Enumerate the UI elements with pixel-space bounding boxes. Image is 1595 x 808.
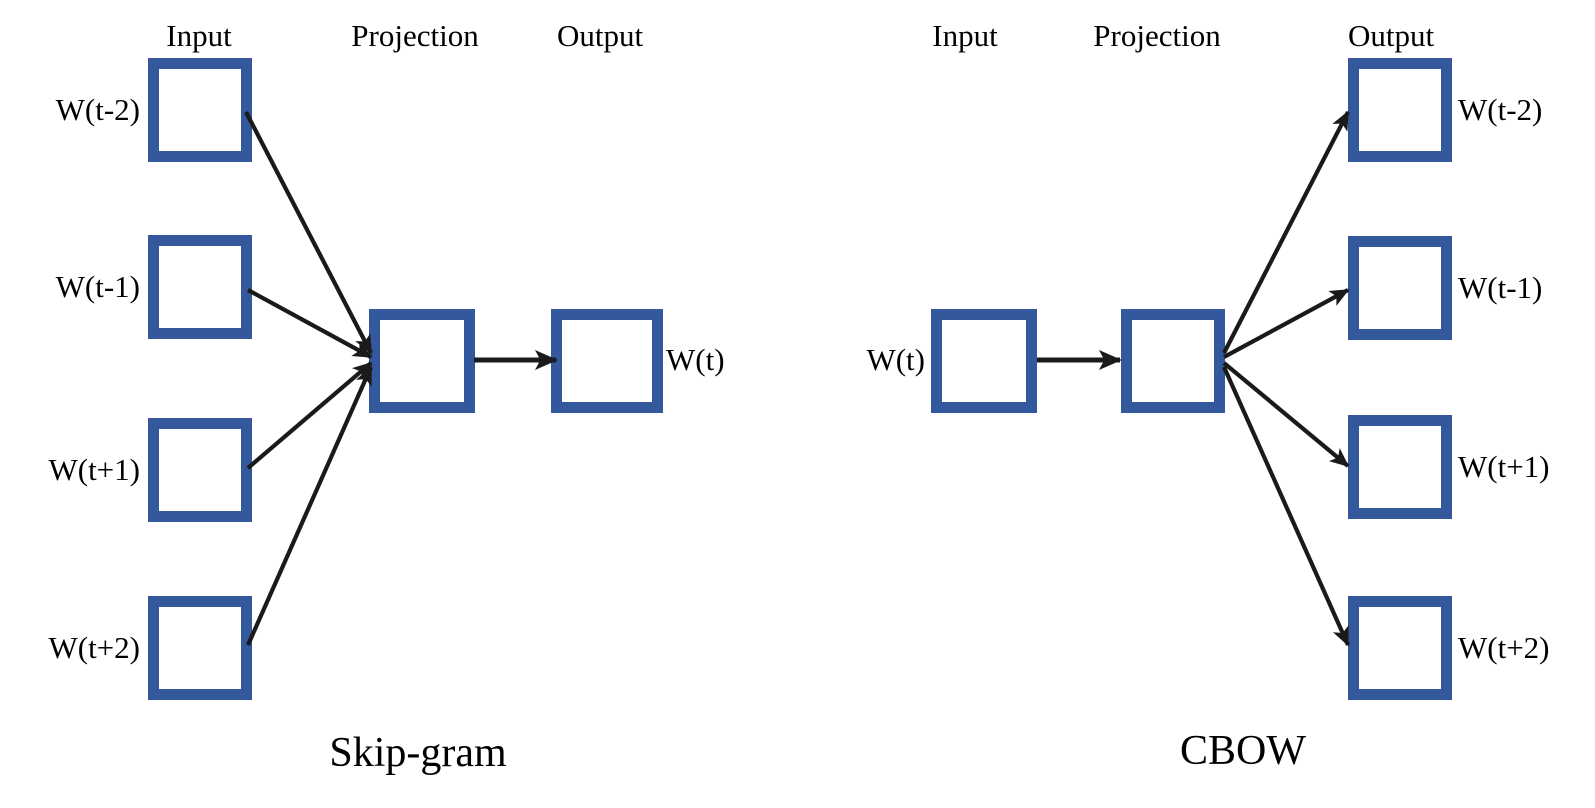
cbow-output-label-1: W(t-2) [1458,92,1542,127]
cbow-panel: Input Projection Output W(t) W(t-2) W(t-… [866,18,1549,774]
skipgram-header-input: Input [166,18,232,53]
cbow-input-box-1[interactable] [931,309,1037,413]
cbow-output-label-4: W(t+2) [1458,630,1550,665]
cbow-header-projection: Projection [1093,18,1221,53]
skipgram-output-box[interactable] [551,309,663,413]
cbow-edge-projection-to-output4 [1222,366,1350,647]
cbow-edge-projection-to-output2 [1223,288,1350,359]
cbow-edge-projection-to-output1 [1222,110,1350,354]
cbow-output-label-2: W(t-1) [1458,270,1542,305]
skipgram-input-label-2: W(t-1) [56,269,140,304]
cbow-output-box-4[interactable] [1348,596,1452,700]
cbow-output-box-2[interactable] [1348,236,1452,340]
skipgram-title: Skip-gram [329,730,507,776]
cbow-header-output: Output [1348,18,1435,53]
skipgram-edge-input2-to-projection [246,288,373,359]
cbow-output-label-3: W(t+1) [1458,449,1550,484]
skipgram-input-label-3: W(t+1) [48,452,140,487]
cbow-input-label-1: W(t) [866,342,925,377]
skipgram-projection-box[interactable] [369,309,475,413]
skipgram-output-label-1: W(t) [666,342,725,377]
skipgram-input-box-2[interactable] [148,235,252,339]
cbow-header-input: Input [932,18,998,53]
cbow-edge-projection-to-output3 [1222,361,1350,468]
skipgram-edge-input3-to-projection [246,361,373,470]
skipgram-header-projection: Projection [351,18,479,53]
skipgram-input-label-1: W(t-2) [56,92,140,127]
cbow-output-box-3[interactable] [1348,415,1452,519]
skipgram-header-output: Output [557,18,644,53]
cbow-title: CBOW [1180,728,1306,774]
skipgram-input-box-3[interactable] [148,418,252,522]
skipgram-input-label-4: W(t+2) [48,630,140,665]
cbow-output-box-1[interactable] [1348,58,1452,162]
skipgram-edge-input1-to-projection [244,111,373,355]
skipgram-input-box-4[interactable] [148,596,252,700]
skipgram-input-box-1[interactable] [148,58,252,162]
skipgram-panel: Input Projection Output W(t-2) W(t-1) W(… [48,18,724,776]
cbow-projection-box[interactable] [1121,309,1225,413]
skipgram-edge-input4-to-projection [246,365,373,646]
